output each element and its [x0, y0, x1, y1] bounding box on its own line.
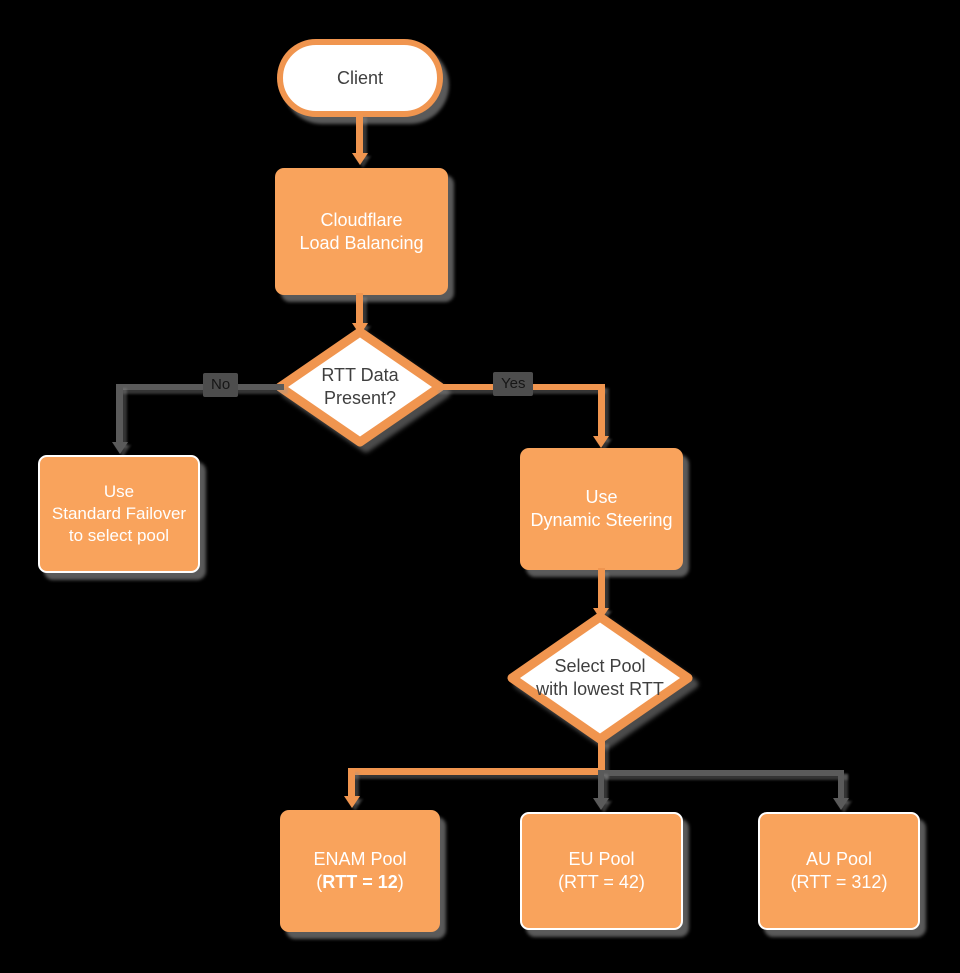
- arrowhead-into-eu-pool-icon: [593, 798, 609, 810]
- enam-pool-line2: (RTT = 12): [316, 871, 404, 894]
- enam-rtt-open-paren: (: [316, 872, 323, 892]
- edge-client-to-load-balancer: [356, 113, 363, 155]
- eu-pool-line2: (RTT = 42): [558, 872, 645, 892]
- node-enam-pool: ENAM Pool (RTT = 12): [280, 810, 440, 932]
- edge-to-enam-vertical: [348, 768, 355, 800]
- node-use-dynamic-steering: Use Dynamic Steering: [520, 448, 683, 570]
- edge-no-vertical: [116, 384, 123, 444]
- edge-to-eu-vertical: [598, 770, 604, 800]
- au-pool-line1: AU Pool: [805, 849, 873, 869]
- select-pool-line1: Select Pool: [554, 656, 646, 676]
- edge-dynamic-steering-to-select-pool: [598, 568, 605, 610]
- standard-failover-line2: Standard Failover: [51, 504, 187, 523]
- enam-pool-line1: ENAM Pool: [313, 849, 407, 869]
- arrowhead-into-load-balancer-icon: [352, 153, 368, 165]
- node-eu-pool: EU Pool (RTT = 42): [520, 812, 683, 930]
- eu-pool-line1: EU Pool: [568, 849, 635, 869]
- diamond-shape: [275, 327, 445, 447]
- enam-rtt-close-paren: ): [397, 872, 404, 892]
- enam-rtt-value: RTT = 12: [322, 872, 398, 892]
- edge-no-horizontal: [118, 384, 284, 390]
- node-client: Client: [277, 39, 443, 117]
- standard-failover-line1: Use: [103, 482, 135, 501]
- node-select-pool-decision: Select Pool with lowest RTT: [506, 611, 694, 745]
- dynamic-steering-line2: Dynamic Steering: [530, 510, 673, 530]
- node-select-pool-label: Select Pool with lowest RTT: [506, 611, 694, 745]
- edge-to-au-horizontal: [601, 770, 844, 776]
- edge-select-pool-stem: [598, 740, 605, 772]
- node-rtt-decision-label: RTT Data Present?: [274, 326, 446, 448]
- node-cloudflare-load-balancing: Cloudflare Load Balancing: [275, 168, 448, 295]
- select-pool-line2: with lowest RTT: [536, 679, 664, 699]
- edge-label-no: No: [203, 373, 239, 397]
- edge-load-balancer-to-rtt-decision: [356, 293, 363, 325]
- edge-to-au-vertical: [838, 770, 844, 800]
- node-use-standard-failover: Use Standard Failover to select pool: [38, 455, 200, 573]
- rtt-decision-line1: RTT Data: [321, 365, 399, 385]
- arrowhead-into-dynamic-steering-icon: [593, 436, 609, 448]
- rtt-decision-line2: Present?: [323, 388, 397, 408]
- node-au-pool: AU Pool (RTT = 312): [758, 812, 920, 930]
- arrowhead-into-enam-pool-icon: [344, 796, 360, 808]
- edge-yes-vertical: [598, 384, 605, 438]
- arrowhead-into-au-pool-icon: [833, 798, 849, 810]
- au-pool-line2: (RTT = 312): [790, 872, 888, 892]
- node-cloudflare-line2: Load Balancing: [299, 232, 424, 253]
- diamond-shape: [507, 612, 693, 744]
- arrowhead-into-standard-failover-icon: [112, 442, 128, 454]
- dynamic-steering-line1: Use: [585, 487, 618, 507]
- node-client-label: Client: [336, 67, 384, 88]
- edge-label-yes: Yes: [493, 372, 534, 396]
- standard-failover-line3: to select pool: [68, 526, 170, 545]
- node-cloudflare-line1: Cloudflare: [320, 209, 403, 230]
- edge-to-enam-horizontal: [348, 768, 605, 775]
- node-rtt-data-present-decision: RTT Data Present?: [274, 326, 446, 448]
